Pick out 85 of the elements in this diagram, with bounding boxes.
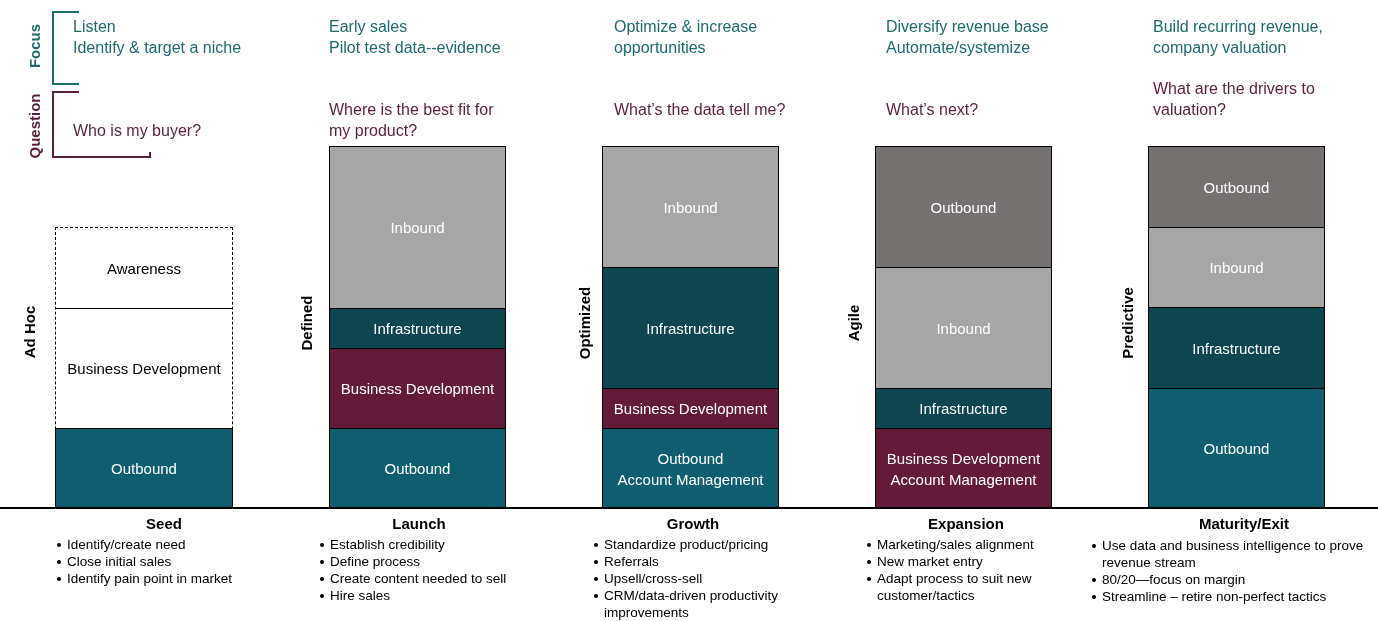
segment-label: Outbound: [930, 197, 997, 218]
bullet-text: Standardize product/pricing: [604, 536, 770, 553]
bullet-text: Identify/create need: [67, 536, 187, 553]
bullet-text: CRM/data-driven productivity improvements: [604, 587, 780, 621]
segment-label: Outbound: [111, 459, 177, 479]
bullet-text: Marketing/sales alignment: [877, 536, 1035, 553]
segment-label: Awareness: [107, 258, 181, 279]
question-text: What are the drivers to valuation?: [1153, 79, 1316, 120]
segment-label: Outbound: [1203, 439, 1270, 459]
stage-title: Maturity/Exit: [1199, 514, 1289, 534]
bar-segment: [876, 388, 1051, 428]
stacked-bar: [875, 146, 1052, 509]
bar-segment: [55, 428, 233, 508]
segment-label: Business Development: [886, 448, 1041, 469]
bullet-text: Adapt process to suit new customer/tactics: [877, 570, 1033, 604]
bullet-text: Use data and business intelligence to prove revenue stream: [1102, 537, 1365, 571]
focus-text: Listen: [73, 17, 117, 37]
bar-segment: [330, 348, 505, 428]
stacked-bar: [1148, 146, 1325, 509]
segment-label: Inbound: [936, 318, 991, 339]
rotated-label: Question: [26, 93, 44, 159]
stacked-bar: [329, 146, 506, 509]
stage-title: Growth: [666, 514, 720, 534]
focus-text: Early sales: [329, 17, 409, 37]
segment-label: Infrastructure: [373, 319, 462, 339]
bar-segment: [603, 388, 778, 428]
bullet-text: Upsell/cross-sell: [604, 570, 704, 587]
bullet-text: Referrals: [604, 553, 660, 570]
stage-title: Launch: [392, 514, 446, 534]
bar-segment: [876, 267, 1051, 388]
segment-label: Outbound: [1203, 177, 1270, 198]
segment-label: Business Development: [613, 399, 768, 419]
question-text: What’s next?: [886, 100, 980, 120]
segment-label: Outbound: [384, 459, 451, 479]
bullet-text: Hire sales: [330, 587, 392, 604]
focus-text: Diversify revenue base: [886, 17, 1050, 37]
question-text: Who is my buyer?: [73, 121, 203, 141]
segment-label: Outbound: [657, 448, 724, 469]
stacked-bar: [602, 146, 779, 509]
rotated-label: Defined: [298, 295, 316, 351]
focus-text: Pilot test data--evidence: [329, 38, 502, 58]
segment-label: Inbound: [663, 197, 718, 218]
bullet-text: Define process: [330, 553, 422, 570]
focus-text: Optimize & increase opportunities: [614, 17, 759, 58]
bullet-text: New market entry: [877, 553, 984, 570]
bar-segment: [1149, 147, 1324, 227]
rotated-label: Optimized: [576, 286, 594, 360]
focus-text: Automate/systemize: [886, 38, 1032, 58]
segment-label: Account Management: [617, 469, 764, 490]
bar-segment: [1149, 388, 1324, 508]
segment-label: Infrastructure: [919, 399, 1008, 419]
focus-text: Build recurring revenue, company valuation: [1153, 17, 1324, 58]
bar-segment: [603, 267, 778, 388]
question-text: What’s the data tell me?: [614, 100, 787, 120]
segment-label: Infrastructure: [1192, 338, 1281, 359]
bar-segment: [330, 308, 505, 348]
segment-label: Inbound: [1209, 258, 1264, 278]
segment-label: Infrastructure: [646, 318, 735, 339]
question-text: Where is the best fit for my product?: [329, 100, 495, 141]
bullet-text: Identify pain point in market: [67, 570, 234, 587]
segment-label: Business Development: [67, 359, 221, 379]
bar-segment: [1149, 307, 1324, 388]
bar-segment: [876, 428, 1051, 508]
bullet-text: Close initial sales: [67, 553, 173, 570]
bullet-text: 80/20—focus on margin: [1102, 571, 1247, 588]
stage-title: Expansion: [928, 514, 1004, 534]
bar-segment: [876, 147, 1051, 267]
segment-label: Account Management: [890, 469, 1037, 490]
rotated-label: Agile: [845, 304, 863, 342]
rotated-label: Ad Hoc: [21, 305, 39, 359]
bar-segment: [1149, 227, 1324, 307]
bar-segment: [603, 147, 778, 267]
segment-label: Business Development: [340, 379, 495, 399]
bar-segment: [330, 428, 505, 508]
bullet-text: Streamline – retire non-perfect tactics: [1102, 588, 1328, 605]
segment-label: Inbound: [390, 218, 445, 238]
rotated-label: Predictive: [1119, 287, 1137, 359]
rotated-label: Focus: [26, 23, 44, 69]
bar-segment: [330, 147, 505, 308]
bar-segment: [603, 428, 778, 508]
stacked-bar: [55, 227, 233, 509]
bullet-text: Create content needed to sell: [330, 570, 508, 587]
stage-title: Seed: [146, 514, 182, 534]
bullet-text: Establish credibility: [330, 536, 446, 553]
focus-text: Identify & target a niche: [73, 38, 243, 58]
